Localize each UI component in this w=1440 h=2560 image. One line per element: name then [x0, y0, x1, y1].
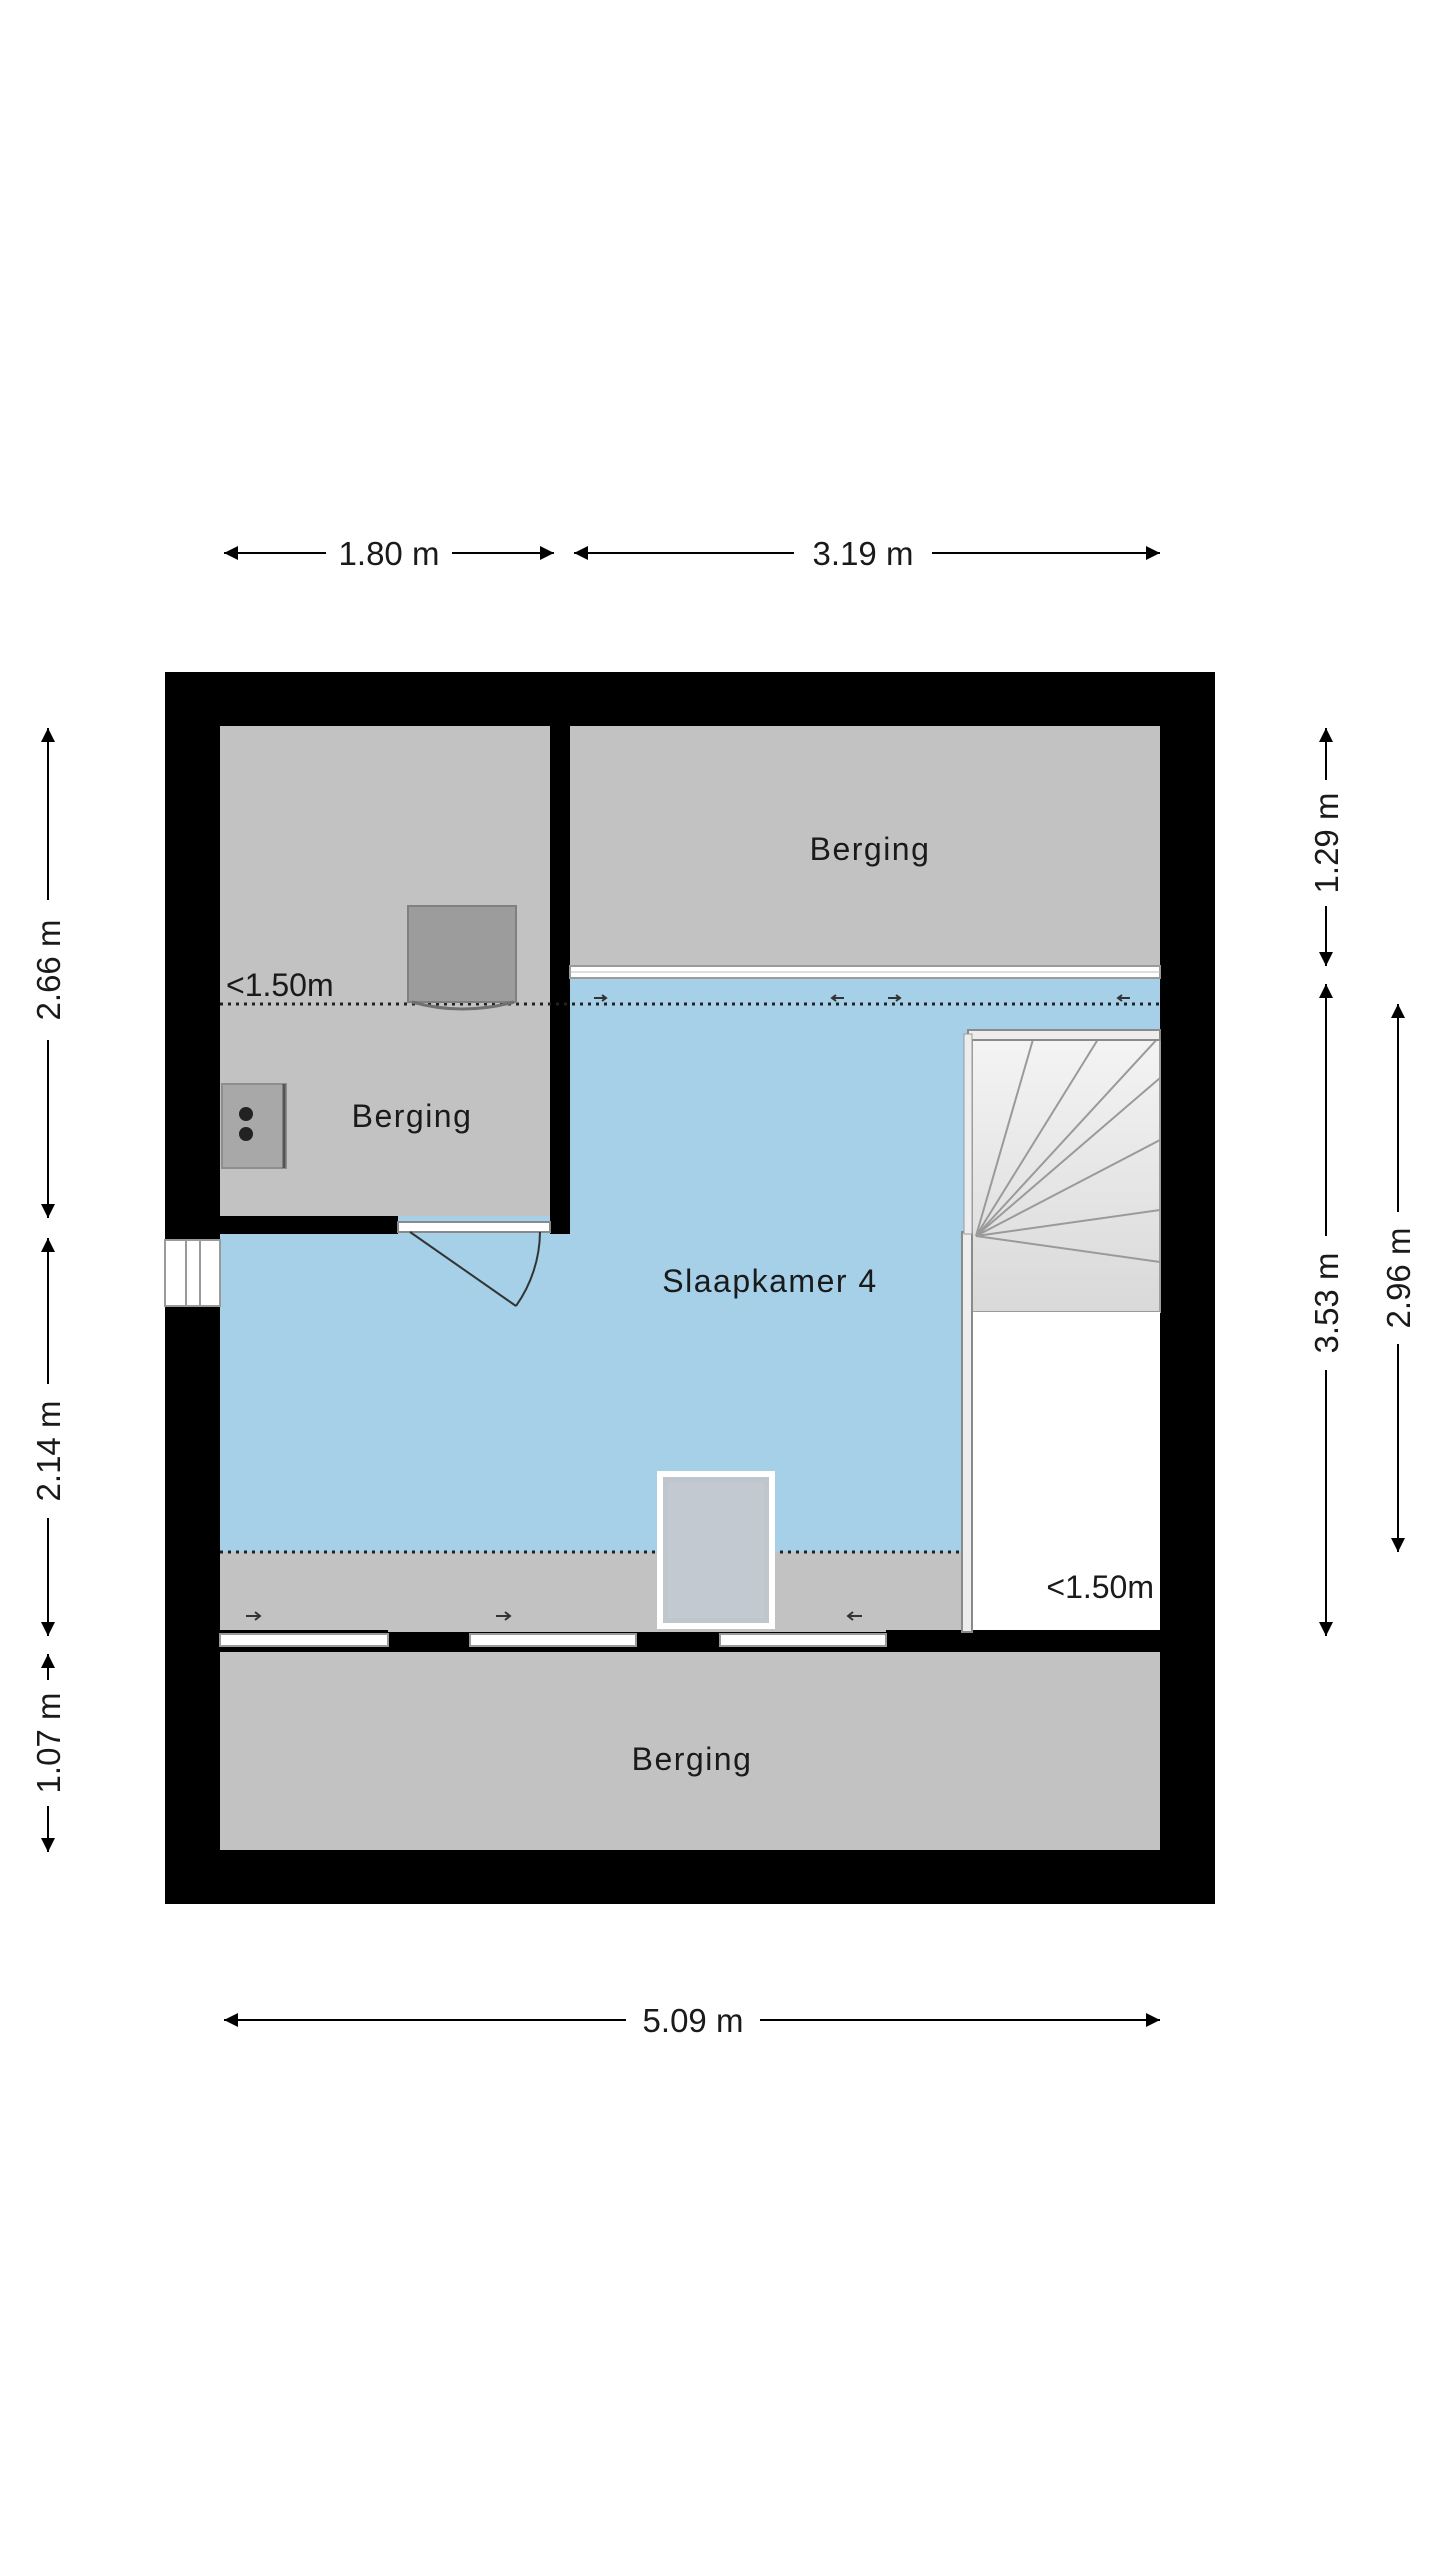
boiler-unit	[221, 1083, 287, 1169]
dim-label-right-top: 1.29 m	[1308, 793, 1345, 894]
skylight	[657, 1471, 775, 1629]
window-left	[164, 1239, 221, 1307]
dim-label-right-outer: 2.96 m	[1380, 1228, 1417, 1329]
wall-bottom-segment-1	[388, 1632, 470, 1652]
dim-label-bottom: 5.09 m	[643, 2002, 744, 2039]
room-label-slaapkamer: Slaapkamer 4	[662, 1263, 877, 1299]
room-label-berging-bottom: Berging	[632, 1741, 753, 1777]
staircase	[961, 1029, 1161, 1633]
rail-arrows	[246, 994, 1130, 1621]
wall-horizontal-left-storage	[220, 1216, 398, 1234]
wall-vertical-left-storage	[550, 726, 570, 1234]
dim-label-left-bottom: 1.07 m	[30, 1693, 67, 1794]
chimney-box	[407, 905, 517, 1011]
height-note-left: <1.50m	[226, 967, 334, 1003]
wall-bottom-right	[886, 1630, 1160, 1652]
knee-wall-rail-bottom	[219, 1633, 887, 1647]
knee-wall-rail-top	[569, 965, 1161, 979]
dim-label-left-top: 2.66 m	[30, 920, 67, 1021]
height-note-right: <1.50m	[1046, 1569, 1154, 1605]
storage-bottom-floor	[220, 1652, 1160, 1850]
dim-label-top-right: 3.19 m	[813, 535, 914, 572]
wall-bottom-segment-2	[636, 1632, 720, 1652]
dimension-lines	[41, 546, 1405, 2027]
dim-label-left-middle: 2.14 m	[30, 1401, 67, 1502]
door-storage-left	[397, 1221, 551, 1307]
room-label-berging-top-right: Berging	[810, 831, 931, 867]
dim-label-top-left: 1.80 m	[339, 535, 440, 572]
room-label-berging-left: Berging	[352, 1098, 473, 1134]
dim-label-right-middle: 3.53 m	[1308, 1253, 1345, 1354]
storage-top-right-floor	[570, 726, 1160, 966]
